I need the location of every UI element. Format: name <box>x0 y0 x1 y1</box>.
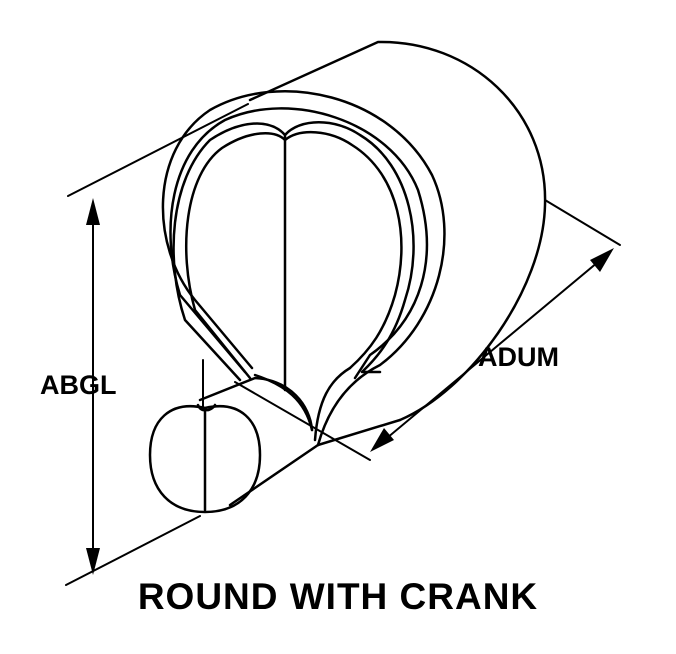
crank-cylinder-end <box>148 405 262 514</box>
adum-dimension-line <box>374 251 611 449</box>
clamp-outer-loop <box>161 90 446 447</box>
dimension-lines <box>65 103 621 586</box>
arrowhead-abgl-top <box>86 198 100 225</box>
crank-seam <box>196 403 217 512</box>
adum-extension-top <box>544 199 621 246</box>
clamp-inner-band <box>172 121 415 382</box>
abgl-extension-top <box>67 103 249 197</box>
arrowhead-adum-bottom <box>370 428 394 452</box>
crank-cylinder-bottom <box>228 443 320 507</box>
adum-extension-bottom <box>234 381 371 461</box>
clamp-inner-band-2 <box>184 130 403 380</box>
abgl-label: ABGL <box>40 370 117 400</box>
clamp-middle-band <box>169 107 429 380</box>
diagram-caption: ROUND WITH CRANK <box>137 576 539 617</box>
arrowhead-abgl-bottom <box>86 548 100 575</box>
abgl-extension-bottom <box>65 515 201 586</box>
cylinder-bottom-line <box>316 418 402 447</box>
adum-label: ADUM <box>478 342 559 372</box>
crank-cylinder-top <box>198 376 314 432</box>
arrowhead-adum-top <box>590 248 614 272</box>
